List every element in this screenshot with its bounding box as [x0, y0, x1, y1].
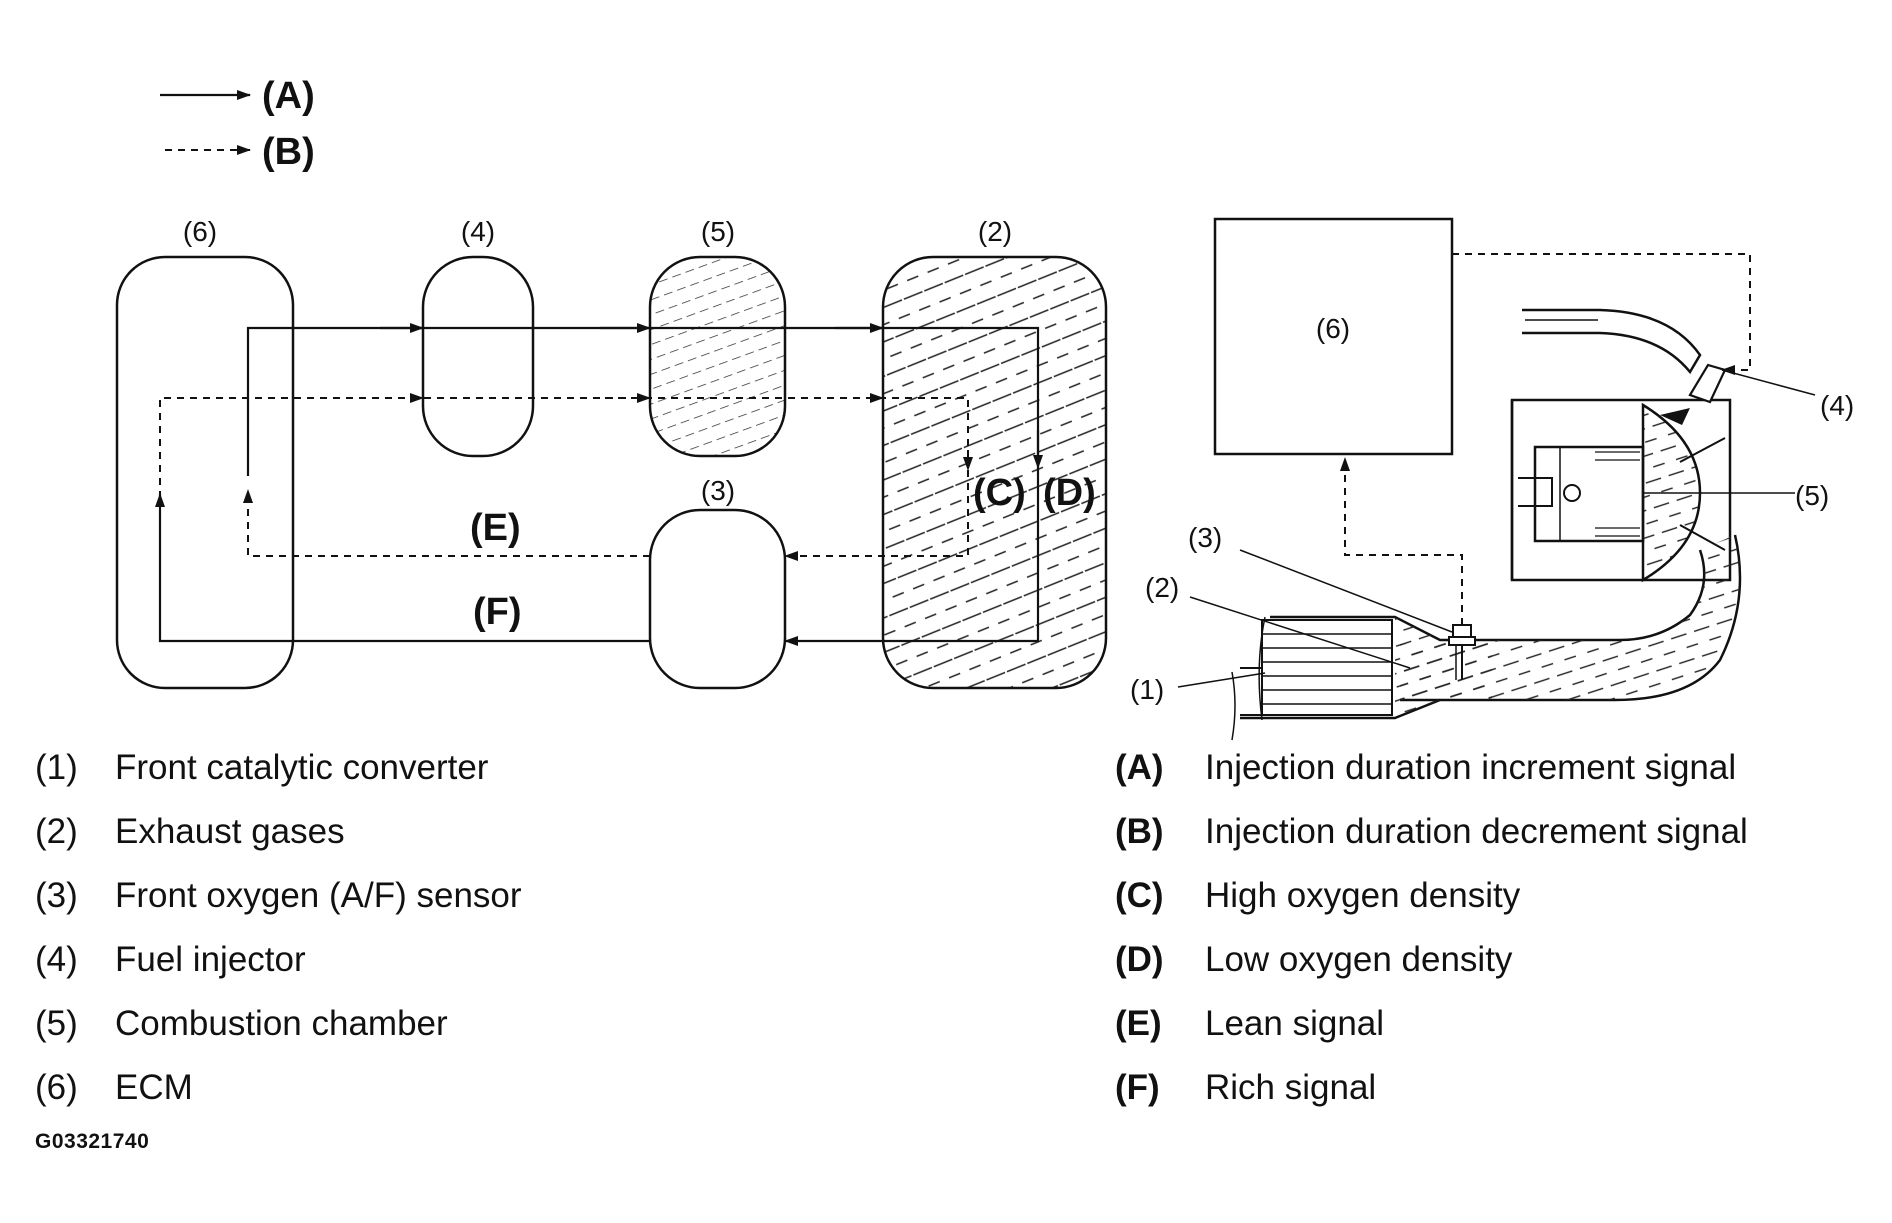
catalytic-converter: [1231, 616, 1393, 741]
injector-block-label: (4): [461, 216, 495, 247]
ecm-block-label: (6): [183, 216, 217, 247]
piston-pin: [1563, 484, 1581, 502]
key-right-row: (F) Rich signal: [1115, 1068, 1892, 1112]
key-right-code: (A): [1115, 748, 1164, 787]
key-left-code: (1): [35, 748, 78, 787]
key-left-code: (6): [35, 1068, 78, 1107]
signal-label-c: (C): [973, 472, 1026, 514]
key-right-description: Lean signal: [1205, 1004, 1385, 1043]
callout-line-exhaust: [1189, 596, 1411, 669]
exhaust-block-label: (2): [978, 216, 1012, 247]
key-right-code: (D): [1115, 940, 1164, 979]
key-right-row: (E) Lean signal: [1115, 1004, 1892, 1048]
sensor-to-ecm-line: [1340, 457, 1463, 625]
key-right-description: Injection duration increment signal: [1205, 748, 1737, 787]
key-left-row: (1) Front catalytic converter: [35, 748, 835, 792]
callout-sensor: (3): [1188, 522, 1222, 553]
callout-line-catalyst: [1177, 672, 1266, 688]
combustion-block-label: (5): [701, 216, 735, 247]
injector-spray: [1660, 408, 1690, 425]
lean-to-ecm-path: [243, 489, 650, 557]
rich-return-path: [784, 468, 1040, 646]
signal-label-e: (E): [470, 507, 521, 549]
connecting-rod: [1518, 477, 1553, 507]
key-left-row: (6) ECM: [35, 1068, 835, 1112]
key-left-description: Fuel injector: [115, 940, 306, 979]
rich-to-ecm-path: [155, 493, 650, 643]
combustion-block: [648, 255, 787, 458]
callout-line-injector: [1721, 369, 1816, 396]
ecm-box: [1213, 217, 1454, 456]
key-right-description: High oxygen density: [1205, 876, 1521, 915]
injector: [1688, 363, 1727, 404]
oxygen-sensor: [1448, 624, 1476, 680]
key-right-description: Injection duration decrement signal: [1205, 812, 1748, 851]
key-left-description: Combustion chamber: [115, 1004, 448, 1043]
key-right-description: Low oxygen density: [1205, 940, 1513, 979]
exhaust-block: [881, 255, 1108, 690]
key-left-code: (2): [35, 812, 78, 851]
key-left-description: Front oxygen (A/F) sensor: [115, 876, 522, 915]
figure-id: G03321740: [35, 1130, 150, 1153]
key-right-row: (D) Low oxygen density: [1115, 940, 1892, 984]
intake-pipe: [1522, 308, 1702, 375]
signal-label-d: (D): [1043, 472, 1096, 514]
key-right-description: Rich signal: [1205, 1068, 1377, 1107]
intake-valve: [1679, 437, 1726, 463]
sensor-block: [648, 508, 787, 690]
dashed-signal-path: [159, 397, 969, 498]
key-left-row: (5) Combustion chamber: [35, 1004, 835, 1048]
key-right-row: (A) Injection duration increment signal: [1115, 748, 1892, 792]
key-right-code: (F): [1115, 1068, 1160, 1107]
flow-diagram: (6) (4) (5) (2) (3) (C) (D) (E) (F): [115, 216, 1108, 690]
legend-solid-label: (A): [262, 75, 315, 117]
injector-block: [421, 255, 535, 458]
engine-sketch: (6): [1130, 217, 1854, 741]
key-left-code: (3): [35, 876, 78, 915]
key-left-code: (5): [35, 1004, 78, 1043]
key-right-row: (B) Injection duration decrement signal: [1115, 812, 1892, 856]
key-left-description: Exhaust gases: [115, 812, 345, 851]
key-left-code: (4): [35, 940, 78, 979]
key-left-description: ECM: [115, 1068, 193, 1107]
callout-catalyst: (1): [1130, 674, 1164, 705]
key-right-row: (C) High oxygen density: [1115, 876, 1892, 920]
signal-label-f: (F): [473, 591, 522, 633]
key-left-row: (3) Front oxygen (A/F) sensor: [35, 876, 835, 920]
legend: (A) (B): [160, 75, 315, 173]
key-left-description: Front catalytic converter: [115, 748, 489, 787]
lean-return-path: [784, 470, 969, 561]
key-left-row: (2) Exhaust gases: [35, 812, 835, 856]
ecm-box-label: (6): [1316, 313, 1350, 344]
ecm-to-injector-line: [1452, 253, 1751, 375]
callout-injector: (4): [1820, 390, 1854, 421]
key-right-code: (B): [1115, 812, 1164, 851]
legend-dashed-label: (B): [262, 131, 315, 173]
callout-combustion: (5): [1795, 480, 1829, 511]
key-left-row: (4) Fuel injector: [35, 940, 835, 984]
key-right-code: (E): [1115, 1004, 1162, 1043]
ecm-block: [115, 255, 295, 690]
sensor-block-label: (3): [701, 475, 735, 506]
key-right-code: (C): [1115, 876, 1164, 915]
callout-line-sensor: [1239, 549, 1453, 633]
callout-exhaust: (2): [1145, 572, 1179, 603]
